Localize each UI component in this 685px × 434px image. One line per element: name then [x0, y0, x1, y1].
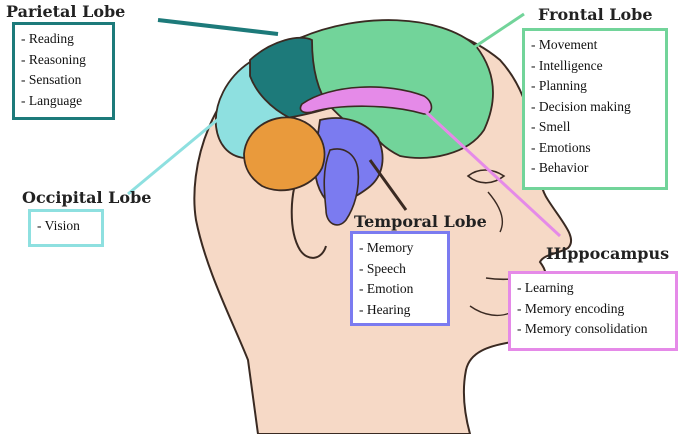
nose-line	[487, 191, 504, 233]
parietal-function-item: - Reasoning	[21, 51, 86, 67]
parietal-function-item: - Reading	[21, 31, 74, 46]
occipital-lobe-title: Occipital Lobe	[22, 188, 152, 207]
frontal-function-item: - Behavior	[531, 160, 589, 175]
hippocampus-connector-line	[424, 110, 562, 238]
frontal-function-item: - Smell	[531, 119, 571, 134]
hippocampus-function-box: - Learning - Memory encoding - Memory co…	[508, 271, 678, 351]
parietal-function-item: - Language	[21, 92, 83, 108]
parietal-connector-line	[157, 18, 279, 36]
occipital-lobe-function-box: - Vision	[28, 209, 104, 247]
frontal-function-item: - Decision making	[531, 98, 631, 114]
frontal-lobe-title: Frontal Lobe	[538, 5, 653, 24]
temporal-lobe-function-box: - Memory - Speech - Emotion - Hearing	[350, 231, 450, 326]
temporal-function-item: - Speech	[359, 260, 406, 276]
occipital-function-item: - Vision	[37, 218, 80, 233]
brainstem-shape	[323, 148, 360, 226]
hippocampus-shape	[299, 86, 433, 115]
hippocampus-title: Hippocampus	[546, 244, 670, 263]
hippocampus-function-item: - Memory encoding	[517, 300, 625, 316]
temporal-function-item: - Memory	[359, 240, 414, 255]
frontal-function-item: - Intelligence	[531, 57, 603, 73]
occipital-connector-line	[127, 114, 223, 196]
frontal-connector-line	[469, 12, 525, 52]
parietal-lobe-title: Parietal Lobe	[6, 2, 126, 21]
frontal-lobe-function-box: - Movement - Intelligence - Planning - D…	[522, 28, 668, 190]
frontal-function-item: - Planning	[531, 78, 587, 93]
hippocampus-function-item: - Learning	[517, 280, 574, 295]
temporal-function-item: - Hearing	[359, 301, 411, 317]
parietal-lobe-function-box: - Reading - Reasoning - Sensation - Lang…	[12, 22, 115, 120]
cerebellum-shape	[243, 116, 326, 192]
frontal-function-item: - Emotions	[531, 139, 591, 155]
hippocampus-function-item: - Memory consolidation	[517, 321, 648, 336]
temporal-connector-line	[368, 159, 408, 211]
temporal-function-item: - Emotion	[359, 281, 414, 296]
eye-outline	[466, 169, 506, 184]
frontal-function-item: - Movement	[531, 37, 598, 52]
parietal-function-item: - Sensation	[21, 72, 82, 87]
temporal-lobe-title: Temporal Lobe	[354, 212, 487, 231]
